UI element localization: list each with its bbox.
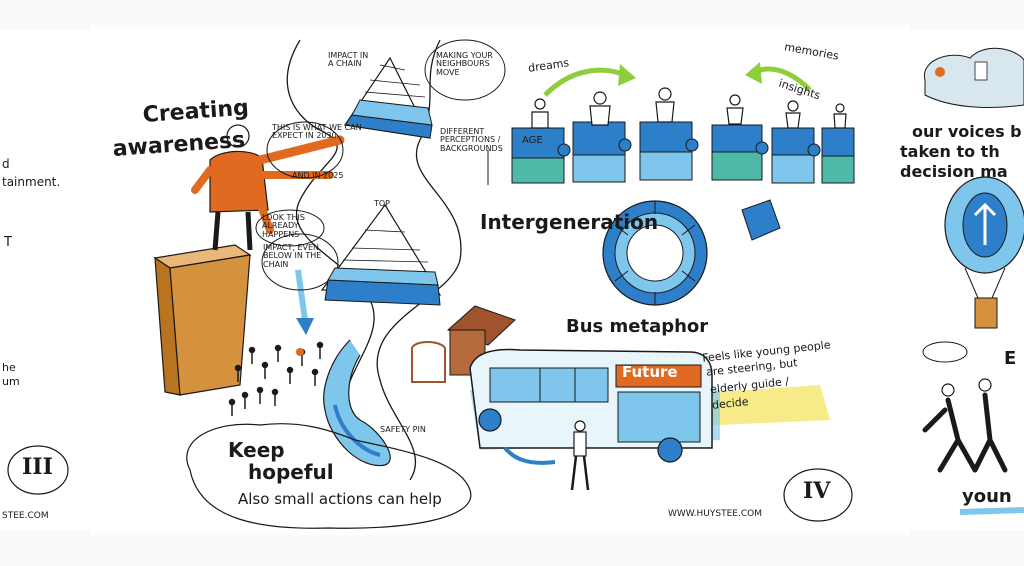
pyramid-top	[343, 56, 433, 139]
down-arrow-head	[296, 318, 314, 335]
speech-2025: AND IN 2025	[292, 171, 344, 180]
numeral-circle-iv	[783, 468, 853, 522]
right-text-line2: taken to th	[900, 142, 1000, 161]
impact-below-label: IMPACT, EVEN BELOW IN THE CHAIN	[263, 243, 322, 269]
keep-hopeful-bubble	[186, 423, 472, 529]
puzzle-figures	[531, 87, 847, 129]
down-arrow	[295, 269, 308, 321]
pyramid-bottom	[320, 203, 442, 306]
running-figures	[922, 378, 1008, 473]
left-fragment-3: T	[4, 235, 12, 250]
left-website: STEE.COM	[2, 511, 49, 521]
pyramid-top-title: IMPACT IN A CHAIN	[328, 51, 369, 69]
right-clouds	[924, 47, 1024, 108]
memories-arrow-head	[745, 62, 762, 84]
different-perceptions-label: DIFFERENT PERCEPTIONS / BACKGROUNDS	[440, 127, 503, 153]
house-building	[411, 305, 516, 383]
intergeneration-title: Intergeneration	[480, 210, 659, 234]
puzzle-ring	[602, 200, 708, 306]
bus-future-sign: Future	[622, 363, 678, 381]
paper-sheet-right	[910, 30, 1024, 530]
dreams-arrow	[543, 67, 626, 97]
right-text-line1: our voices b	[912, 122, 1022, 141]
right-text-line3: decision ma	[900, 162, 1008, 181]
crowd-highlight-dot	[296, 348, 304, 356]
pyramid-bottom-label: TOP	[374, 199, 391, 208]
bus-title: Bus metaphor	[566, 316, 709, 337]
left-fragment-5: um	[2, 375, 20, 388]
keep-hopeful-title-line1: Keep	[228, 438, 285, 462]
right-bottom-word: youn	[962, 486, 1012, 507]
speaker-figure	[191, 124, 345, 251]
hot-air-balloon	[944, 176, 1024, 329]
keep-hopeful-title-line2: hopeful	[248, 460, 334, 484]
bus	[469, 348, 713, 465]
crowd-figures	[228, 341, 324, 416]
neighbours-label: MAKING YOUR NEIGHBOURS MOVE	[436, 51, 493, 77]
podium	[153, 244, 252, 396]
keep-hopeful-subtitle: Also small actions can help	[238, 490, 442, 508]
left-fragment-4: he	[2, 361, 16, 374]
dreams-arrow-head	[618, 64, 636, 86]
right-underline	[959, 507, 1024, 515]
left-fragment-2: tainment.	[2, 175, 61, 189]
right-letter-e: E	[1004, 348, 1017, 369]
right-speech-bubble	[922, 341, 968, 363]
age-label: AGE	[522, 135, 543, 146]
bus-website: WWW.HUYSTEE.COM	[668, 509, 762, 519]
speech-bubble-expect	[266, 121, 344, 179]
numeral-iii: III	[22, 454, 53, 480]
speech-expect: THIS IS WHAT WE CAN EXPECT IN 2030	[272, 123, 362, 141]
speech-happens: LOOK THIS ALREADY HAPPENS	[262, 213, 305, 239]
loose-puzzle-piece	[741, 199, 781, 241]
safety-pin-label: SAFETY PIN	[380, 425, 426, 434]
speech-bubble-impact	[261, 233, 339, 291]
winding-divider-line	[286, 39, 375, 431]
numeral-circle-iii	[7, 445, 69, 495]
bus-pedestrian	[570, 420, 590, 491]
left-fragment-1: d	[2, 157, 10, 171]
numeral-iv: IV	[803, 478, 831, 504]
speech-bubble-happens	[255, 209, 325, 247]
neighbours-bubble	[424, 39, 506, 101]
puzzle-row	[511, 121, 855, 184]
